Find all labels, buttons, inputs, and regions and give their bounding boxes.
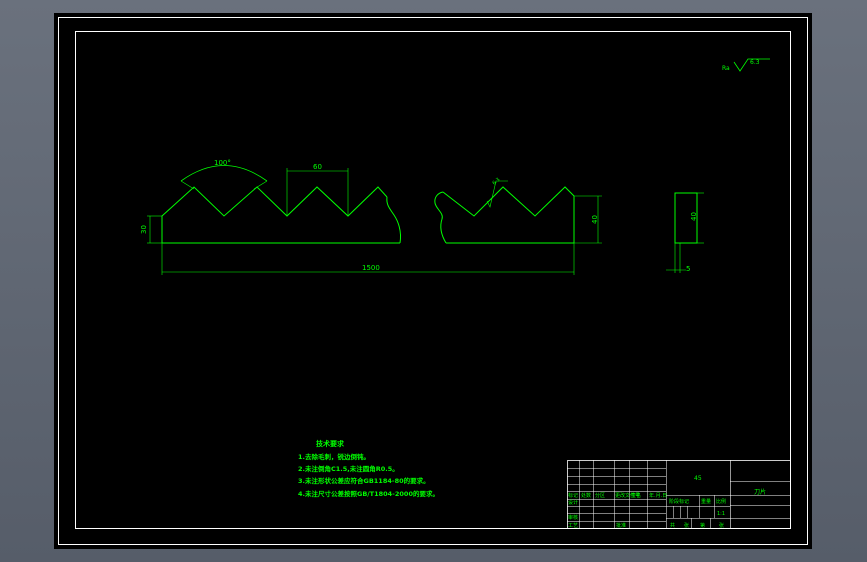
blade-profile-left — [161, 186, 401, 244]
row-approve-label: 批准 — [616, 522, 626, 529]
left-height-dimension: 30 — [140, 215, 162, 244]
row-process-label: 工艺 — [568, 523, 578, 529]
sheet-label-1: 张 — [684, 522, 689, 529]
part-name-value: 刀片 — [754, 488, 766, 496]
note-3: 3.未注形状公差应符合GB1184-80的要求。 — [298, 476, 430, 485]
pitch-label: 60 — [313, 163, 322, 171]
col-division-label: 分区 — [595, 492, 605, 499]
roughness-value: 6.3 — [750, 59, 760, 66]
note-2: 2.未注倒角C1.5,未注圆角R0.5。 — [298, 464, 399, 473]
weight-label: 重量 — [701, 498, 711, 505]
note-1: 1.去除毛刺，锐边倒钝。 — [298, 452, 370, 461]
col-sign-label: 签名 — [631, 492, 641, 499]
side-view: 40 5 — [666, 192, 704, 273]
right-height-label: 40 — [591, 215, 599, 224]
row-mark-label: 标记 — [568, 492, 578, 499]
drawing-canvas: Ra 6.3 100° — [58, 17, 808, 545]
col-count-label: 处数 — [581, 492, 591, 499]
technical-notes: 技术要求 1.去除毛刺，锐边倒钝。 2.未注倒角C1.5,未注圆角R0.5。 3… — [298, 439, 439, 498]
inner-frame — [75, 31, 791, 529]
left-height-label: 30 — [140, 225, 148, 234]
row-review-label: 审核 — [568, 514, 578, 521]
note-4: 4.未注尺寸公差按照GB/T1804-2000的要求。 — [298, 489, 439, 498]
stage-mark-label: 阶段标记 — [669, 498, 689, 505]
outer-frame — [58, 17, 808, 545]
scale-label: 比例 — [716, 498, 726, 505]
sheets-total-label: 共 — [670, 522, 675, 529]
sheet-no-label: 第 — [700, 522, 705, 529]
roughness-ra-label: Ra — [722, 65, 730, 72]
roughness-local-value: 6.3 — [491, 177, 501, 187]
sheet-label-2: 张 — [719, 522, 724, 529]
material-value: 45 — [694, 475, 702, 482]
right-height-dimension: 40 — [574, 195, 602, 244]
roughness-symbol-local: 6.3 — [486, 177, 508, 208]
title-block: 45 刀片 标记 处数 分区 更改文件号 签名 年.月.日 设计 审核 工艺 批… — [567, 460, 791, 529]
col-date-label: 年.月.日 — [649, 492, 667, 499]
side-height-label: 40 — [690, 212, 698, 221]
drawing-sheet: Ra 6.3 100° — [54, 13, 812, 549]
roughness-symbol-general: Ra 6.3 — [722, 58, 770, 72]
angle-label: 100° — [214, 159, 231, 167]
row-design-label: 设计 — [568, 499, 578, 506]
blade-profile-right — [434, 186, 575, 244]
notes-title: 技术要求 — [316, 439, 345, 448]
pitch-dimension: 60 — [286, 163, 349, 216]
col-docno-label: 更改文件号 — [615, 492, 640, 499]
thickness-label: 5 — [686, 265, 690, 273]
scale-value: 1:1 — [717, 511, 725, 517]
overall-length-label: 1500 — [362, 264, 380, 272]
overall-length-dimension: 1500 — [161, 243, 575, 275]
angle-dimension: 100° — [180, 159, 268, 190]
